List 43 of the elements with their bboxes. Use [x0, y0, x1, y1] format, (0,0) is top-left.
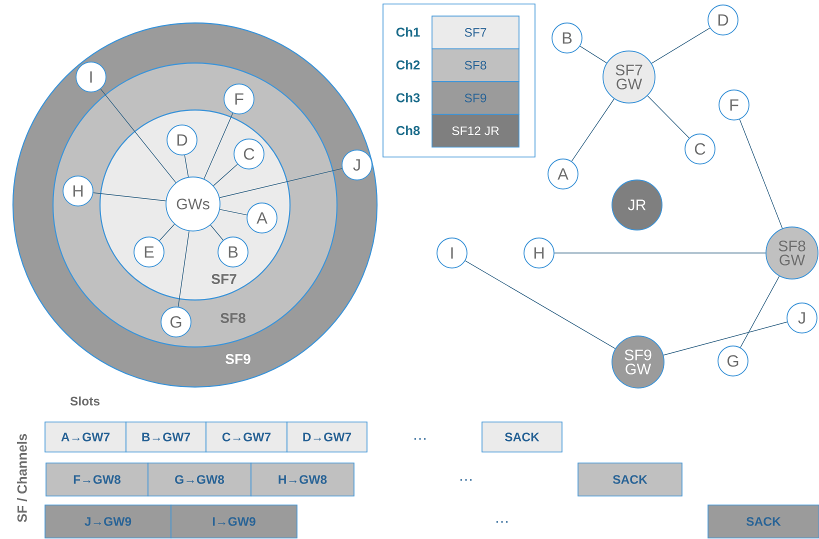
slot-box: B→GW7	[126, 422, 206, 452]
axis-label: Slots	[70, 396, 100, 406]
channel-cell: SF7	[432, 16, 520, 50]
channel-label: Ch2	[396, 60, 420, 70]
connector-line	[740, 276, 780, 348]
connector-line	[184, 154, 189, 178]
connector-line	[663, 322, 788, 356]
channel-label: Ch1	[396, 27, 420, 37]
slot-box: SACK	[482, 422, 562, 452]
slot-box: A→GW7	[44, 422, 126, 452]
slot-box: I→GW9	[170, 504, 298, 538]
slot-box: D→GW7	[286, 422, 368, 452]
connector-line	[100, 88, 176, 183]
connector-line	[651, 28, 710, 64]
connector-line	[580, 46, 607, 64]
channel-label: Ch3	[396, 92, 420, 102]
ellipsis: …	[496, 521, 508, 523]
connector-line	[571, 98, 614, 162]
connector-line	[204, 112, 234, 180]
channel-cell: SF9	[432, 81, 520, 115]
ellipsis: …	[460, 479, 472, 481]
ellipsis: …	[414, 438, 426, 440]
slot-box: F→GW8	[46, 462, 148, 496]
connector-line	[93, 192, 166, 202]
channel-cell: SF8	[432, 48, 520, 82]
slot-box: G→GW8	[148, 462, 252, 496]
connector-line	[210, 224, 224, 240]
connector-line	[220, 209, 248, 216]
connector-line	[213, 164, 238, 186]
slot-box: H→GW8	[250, 462, 354, 496]
connector-line	[554, 252, 766, 254]
connector-line	[739, 119, 783, 229]
slot-box: SACK	[708, 504, 819, 538]
channel-label: Ch8	[396, 126, 420, 136]
channel-cell: SF12 JR	[432, 114, 520, 148]
connector-line	[465, 260, 616, 349]
connector-line	[219, 168, 342, 198]
connector-line	[159, 224, 175, 241]
slot-box: SACK	[578, 462, 682, 496]
slot-box: C→GW7	[206, 422, 288, 452]
connector-line	[647, 95, 690, 138]
axis-label: SF / Channels	[17, 434, 28, 522]
slot-box: J→GW9	[44, 504, 172, 538]
